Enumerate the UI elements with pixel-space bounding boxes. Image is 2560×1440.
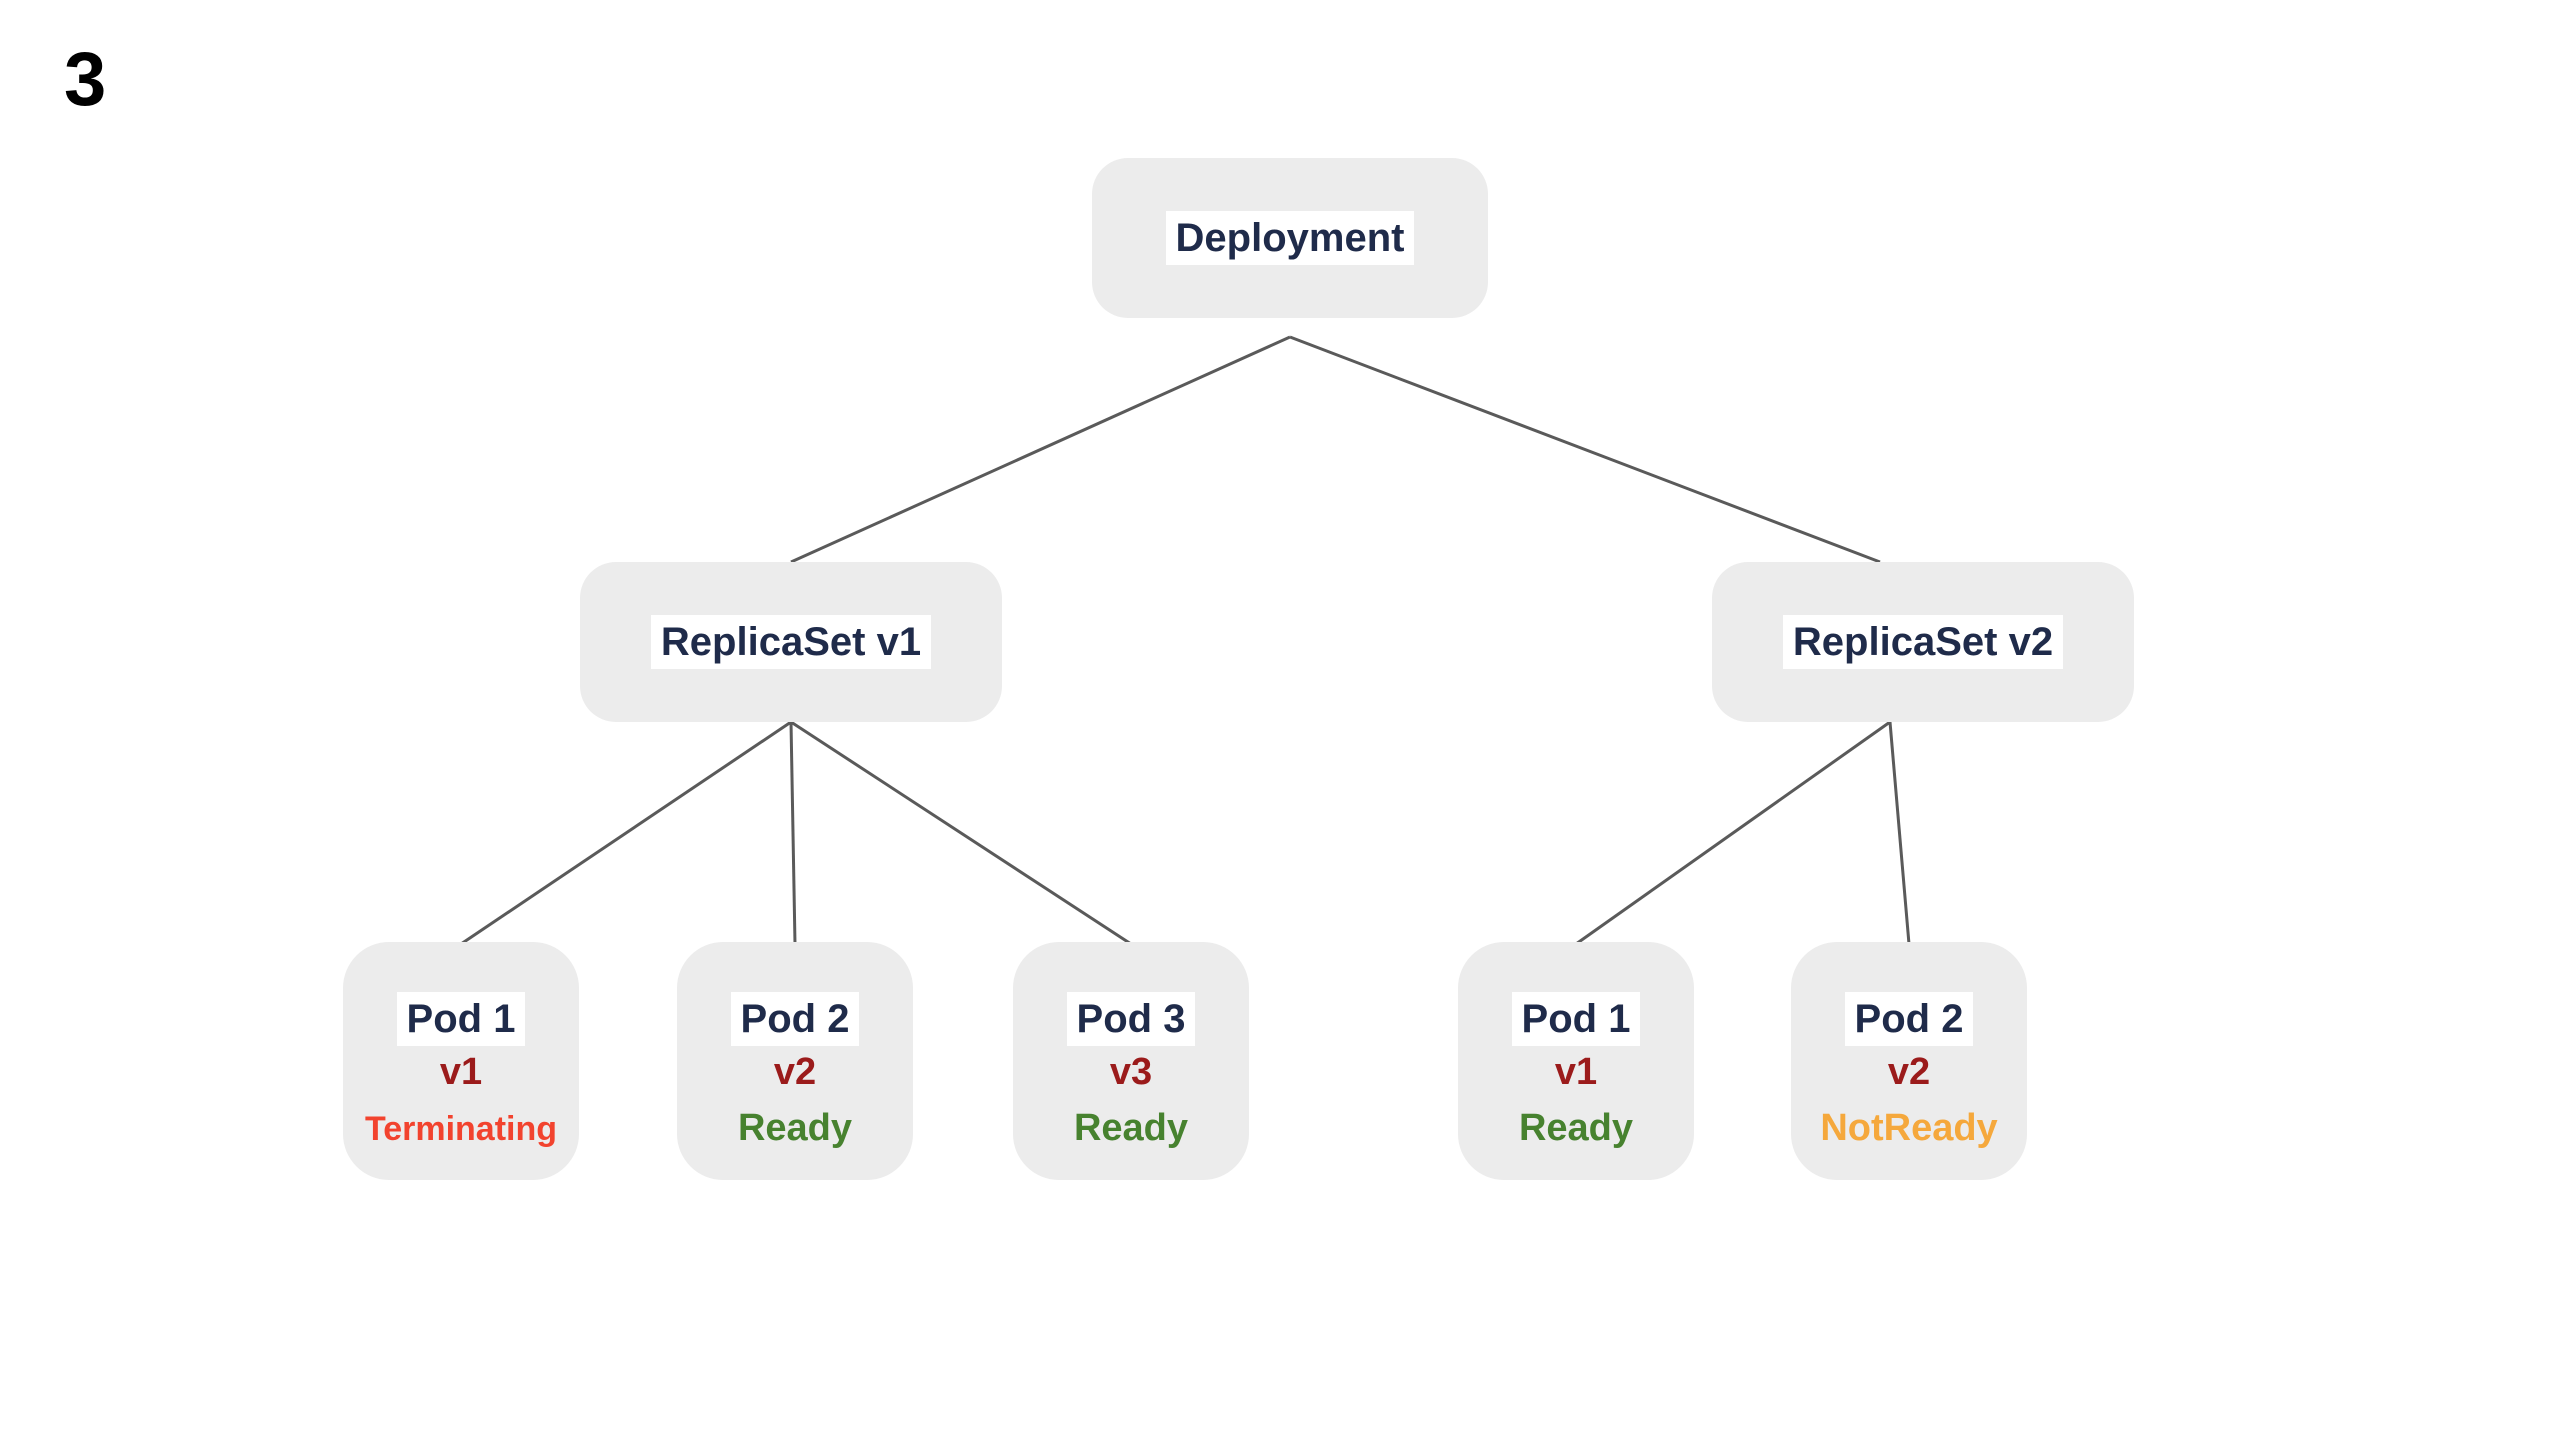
pod-name: Pod 3 [1066,992,1196,1046]
pod-version: v1 [1554,1051,1598,1093]
pod-name: Pod 2 [730,992,860,1046]
pod-status: Ready [1518,1106,1634,1149]
node-pod-rs1-2: Pod 2 v2 Ready [677,942,913,1180]
edge-rs1-pod2 [789,721,797,945]
pod-status: NotReady [1820,1106,1998,1149]
pod-name: Pod 1 [1511,992,1641,1046]
edge-deployment-replicaset-v2 [1289,335,1881,564]
node-deployment: Deployment [1092,158,1488,318]
node-pod-rs2-2: Pod 2 v2 NotReady [1791,942,2027,1180]
pod-name: Pod 2 [1844,992,1974,1046]
edge-rs2-pod1 [1575,720,1891,946]
slide-number: 3 [64,37,107,122]
deployment-label: Deployment [1165,211,1415,265]
edge-rs1-pod3 [790,720,1132,946]
pod-status: Terminating [364,1109,558,1148]
pod-version: v2 [773,1051,817,1093]
node-replicaset-v1: ReplicaSet v1 [580,562,1002,722]
pod-version: v1 [439,1051,483,1093]
edge-rs1-pod1 [460,720,792,946]
replicaset-v1-label: ReplicaSet v1 [650,615,932,669]
node-pod-rs1-3: Pod 3 v3 Ready [1013,942,1249,1180]
node-pod-rs1-1: Pod 1 v1 Terminating [343,942,579,1180]
edge-deployment-replicaset-v1 [790,335,1291,564]
pod-version: v2 [1887,1051,1931,1093]
node-pod-rs2-1: Pod 1 v1 Ready [1458,942,1694,1180]
pod-status: Ready [737,1106,853,1149]
replicaset-v2-label: ReplicaSet v2 [1782,615,2064,669]
pod-name: Pod 1 [396,992,526,1046]
edge-rs2-pod2 [1888,721,1911,945]
pod-version: v3 [1109,1051,1153,1093]
node-replicaset-v2: ReplicaSet v2 [1712,562,2134,722]
pod-status: Ready [1073,1106,1189,1149]
